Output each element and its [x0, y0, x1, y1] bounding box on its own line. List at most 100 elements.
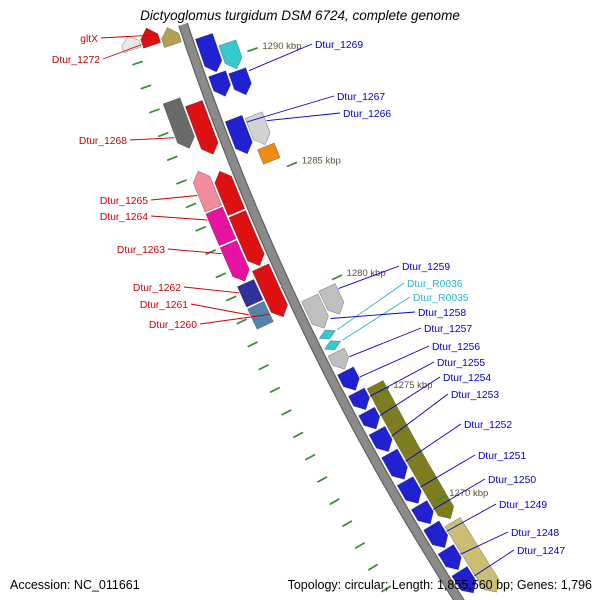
gene-label-Dtur_1262[interactable]: Dtur_1262	[133, 283, 181, 294]
gene-arrow-unlabeled[interactable]	[257, 142, 281, 165]
gene-arrow-Dtur_1247[interactable]	[451, 566, 477, 594]
gene-label-Dtur_1250[interactable]: Dtur_1250	[488, 475, 536, 486]
leader-line	[460, 531, 509, 555]
gene-arrow-unlabeled[interactable]	[185, 100, 219, 155]
gene-label-Dtur_1251[interactable]: Dtur_1251	[478, 451, 526, 462]
leader-line	[199, 313, 270, 325]
leader-line	[349, 327, 422, 358]
gene-label-Dtur_1252[interactable]: Dtur_1252	[464, 420, 512, 431]
scale-tick-major	[247, 47, 259, 53]
gene-arrow-unlabeled[interactable]	[218, 39, 243, 70]
gene-label-Dtur_1259[interactable]: Dtur_1259	[402, 262, 450, 273]
gene-arrow-Dtur_1252[interactable]	[381, 448, 408, 480]
scale-label: 1290 kbp	[262, 41, 301, 52]
gene-label-Dtur_1269[interactable]: Dtur_1269	[315, 40, 363, 51]
gene-arrow-Dtur_1257[interactable]	[327, 347, 349, 370]
leader-line	[330, 311, 416, 319]
gene-label-Dtur_1253[interactable]: Dtur_1253	[451, 390, 499, 401]
page-title: Dictyoglomus turgidum DSM 6724, complete…	[140, 8, 460, 23]
gene-arrow-unlabeled[interactable]	[214, 170, 246, 216]
gene-label-Dtur_1266[interactable]: Dtur_1266	[343, 109, 391, 120]
leader-line	[391, 393, 449, 437]
scale-tick-minor	[367, 563, 379, 571]
gene-arrow-Dtur_1249[interactable]	[423, 520, 449, 549]
gene-label-Dtur_1263[interactable]: Dtur_1263	[117, 245, 165, 256]
gene-arrow-Dtur_1256[interactable]	[337, 366, 360, 391]
gene-arrow-Dtur_1255[interactable]	[348, 387, 370, 411]
gene-label-Dtur_1258[interactable]: Dtur_1258	[418, 308, 466, 319]
scale-tick-minor	[225, 295, 237, 302]
gene-arrow-Dtur_1253[interactable]	[368, 425, 393, 452]
gene-label-Dtur_1272[interactable]: Dtur_1272	[52, 55, 100, 66]
gene-arrow-Dtur_R0035[interactable]	[323, 340, 342, 351]
gene-arrow-Dtur_1250[interactable]	[410, 500, 434, 525]
scale-tick-minor	[341, 520, 353, 528]
leader-line	[369, 361, 435, 397]
gene-label-Dtur_1247[interactable]: Dtur_1247	[517, 546, 565, 557]
gene-arrow-Dtur_1248[interactable]	[437, 544, 462, 570]
scale-tick-minor	[269, 386, 281, 394]
gene-arrow-Dtur_1258[interactable]	[301, 293, 329, 329]
gene-label-Dtur_1254[interactable]: Dtur_1254	[443, 373, 491, 384]
gene-label-Dtur_R0036[interactable]: Dtur_R0036	[407, 279, 463, 290]
gene-arrow-Dtur_1259[interactable]	[318, 283, 345, 315]
gene-arrow-gltX[interactable]	[161, 27, 182, 48]
gene-arrow-unlabeled[interactable]	[228, 210, 265, 267]
gene-arrow-Dtur_1254[interactable]	[358, 406, 381, 430]
scale-tick-major	[331, 274, 343, 281]
gene-arrow-Dtur_1265[interactable]	[192, 170, 223, 213]
gene-label-Dtur_1249[interactable]: Dtur_1249	[499, 500, 547, 511]
scale-tick-minor	[381, 585, 392, 593]
leader-line	[102, 44, 142, 60]
gene-label-Dtur_1260[interactable]: Dtur_1260	[149, 320, 197, 331]
leader-line	[266, 112, 341, 122]
leader-line	[150, 195, 198, 201]
gene-arrow-Dtur_1272[interactable]	[140, 27, 162, 49]
leader-line	[474, 549, 515, 577]
leader-line	[190, 303, 250, 316]
gene-label-Dtur_1264[interactable]: Dtur_1264	[100, 212, 148, 223]
gene-arrow-Dtur_1268[interactable]	[162, 97, 195, 149]
gene-arrow-Dtur_1263[interactable]	[219, 240, 250, 282]
gene-arrow-unlabeled[interactable]	[208, 70, 231, 97]
gene-arrow-Dtur_1267[interactable]	[224, 114, 253, 155]
leader-line	[150, 215, 208, 221]
gene-arrow-unlabeled[interactable]	[121, 35, 142, 54]
leader-line	[248, 43, 313, 72]
leader-line	[183, 286, 240, 294]
genome-backbone	[178, 22, 465, 600]
gene-arrow-Dtur_1266[interactable]	[244, 111, 271, 145]
scale-tick-minor	[148, 108, 160, 114]
gene-label-Dtur_1268[interactable]: Dtur_1268	[79, 136, 127, 147]
gene-arrow-Dtur_R0036[interactable]	[318, 329, 336, 340]
gene-arrow-Dtur_1264[interactable]	[205, 206, 237, 247]
gene-label-Dtur_1265[interactable]: Dtur_1265	[100, 196, 148, 207]
leader-line	[379, 376, 441, 416]
scale-tick-minor	[176, 179, 187, 185]
leader-line	[359, 345, 430, 378]
scale-tick-minor	[304, 453, 316, 461]
gene-arrow-Dtur_1269[interactable]	[228, 67, 252, 96]
gene-arrow-Dtur_1260[interactable]	[251, 263, 288, 318]
gene-label-gltX[interactable]: gltX	[80, 34, 98, 45]
gene-arrow-unlabeled[interactable]	[444, 516, 500, 593]
gene-arrow-Dtur_1251[interactable]	[396, 476, 422, 504]
scale-label: 1285 kbp	[302, 155, 341, 166]
leader-line	[405, 423, 462, 462]
scale-tick-minor	[317, 476, 328, 483]
gene-arrow-unlabeled[interactable]	[366, 380, 455, 519]
gene-label-Dtur_1257[interactable]: Dtur_1257	[424, 324, 472, 335]
gene-label-Dtur_1261[interactable]: Dtur_1261	[140, 300, 188, 311]
gene-arrow-Dtur_1262[interactable]	[237, 279, 264, 308]
gene-label-Dtur_1267[interactable]: Dtur_1267	[337, 92, 385, 103]
gene-label-Dtur_1255[interactable]: Dtur_1255	[437, 358, 485, 369]
gene-label-Dtur_1248[interactable]: Dtur_1248	[511, 528, 559, 539]
gene-label-Dtur_1256[interactable]: Dtur_1256	[432, 342, 480, 353]
leader-line	[246, 95, 335, 123]
scale-tick-minor	[258, 363, 269, 371]
gene-label-Dtur_R0035[interactable]: Dtur_R0035	[413, 293, 469, 304]
scale-label: 1275 kbp	[393, 380, 432, 391]
gene-arrow-unlabeled[interactable]	[195, 33, 223, 73]
genome-backbone-edge-left	[178, 25, 455, 600]
